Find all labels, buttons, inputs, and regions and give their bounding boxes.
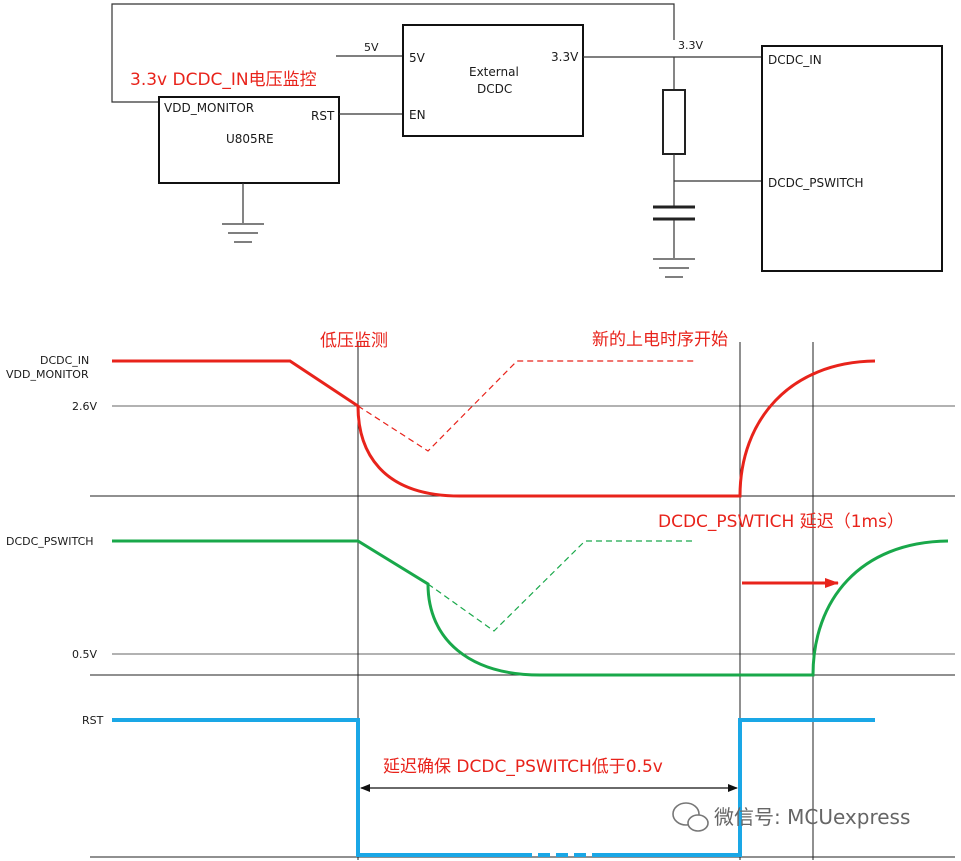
note-new-powerup: 新的上电时序开始 bbox=[592, 330, 728, 350]
load-block bbox=[761, 45, 943, 272]
sig1-waveform bbox=[112, 359, 876, 498]
dcdc-pin-5v: 5V bbox=[409, 51, 426, 65]
ground-symbol-cap bbox=[653, 258, 695, 278]
dcdc-pin-out: 3.3V bbox=[551, 50, 579, 64]
sig1-label-line1: DCDC_IN bbox=[40, 354, 89, 367]
resistor bbox=[662, 89, 686, 155]
sig3-label: RST bbox=[82, 714, 104, 727]
capacitor bbox=[653, 205, 695, 221]
schematic: VDD_MONITOR RST U805RE 5V 5V EN 3.3V Ext… bbox=[111, 3, 943, 278]
ground-symbol-u805 bbox=[222, 223, 264, 243]
monitor-note: 3.3v DCDC_IN电压监控 bbox=[130, 70, 317, 90]
dcdc-name-line2: DCDC bbox=[477, 82, 512, 96]
input-5v-label: 5V bbox=[364, 41, 379, 54]
level-26-label: 2.6V bbox=[72, 400, 97, 413]
u805-name: U805RE bbox=[226, 132, 274, 146]
rail-33v-label: 3.3V bbox=[678, 39, 703, 52]
timing-diagram: DCDC_IN VDD_MONITOR 2.6V DCDC_PSWITCH 0.… bbox=[6, 330, 955, 860]
external-dcdc bbox=[402, 24, 584, 137]
sig1-label-line2: VDD_MONITOR bbox=[6, 368, 89, 381]
sig1-dashed-path bbox=[357, 360, 695, 452]
watermark-text: 微信号: MCUexpress bbox=[714, 805, 910, 829]
note-pswitch-delay: DCDC_PSWTICH 延迟（1ms） bbox=[658, 512, 904, 532]
note-low-voltage: 低压监测 bbox=[320, 331, 388, 351]
note-delay-ensure: 延迟确保 DCDC_PSWITCH低于0.5v bbox=[383, 757, 663, 777]
wechat-icon bbox=[672, 802, 709, 832]
level-05-label: 0.5V bbox=[72, 648, 97, 661]
sig3-waveform bbox=[112, 718, 520, 857]
u805-pin-rst: RST bbox=[311, 109, 335, 123]
sig2-dashed-path bbox=[427, 540, 695, 632]
dcdc-pin-en: EN bbox=[409, 108, 426, 122]
sig2-label: DCDC_PSWITCH bbox=[6, 535, 94, 548]
u805-chip bbox=[158, 96, 340, 184]
load-pin-pswitch: DCDC_PSWITCH bbox=[768, 176, 864, 190]
dcdc-name-line1: External bbox=[469, 65, 519, 79]
sig2-waveform bbox=[112, 539, 949, 677]
load-pin-in: DCDC_IN bbox=[768, 53, 822, 67]
sig3-waveform-rise bbox=[600, 718, 875, 857]
u805-pin-vdd: VDD_MONITOR bbox=[164, 101, 254, 115]
feedback-wire bbox=[111, 3, 675, 103]
